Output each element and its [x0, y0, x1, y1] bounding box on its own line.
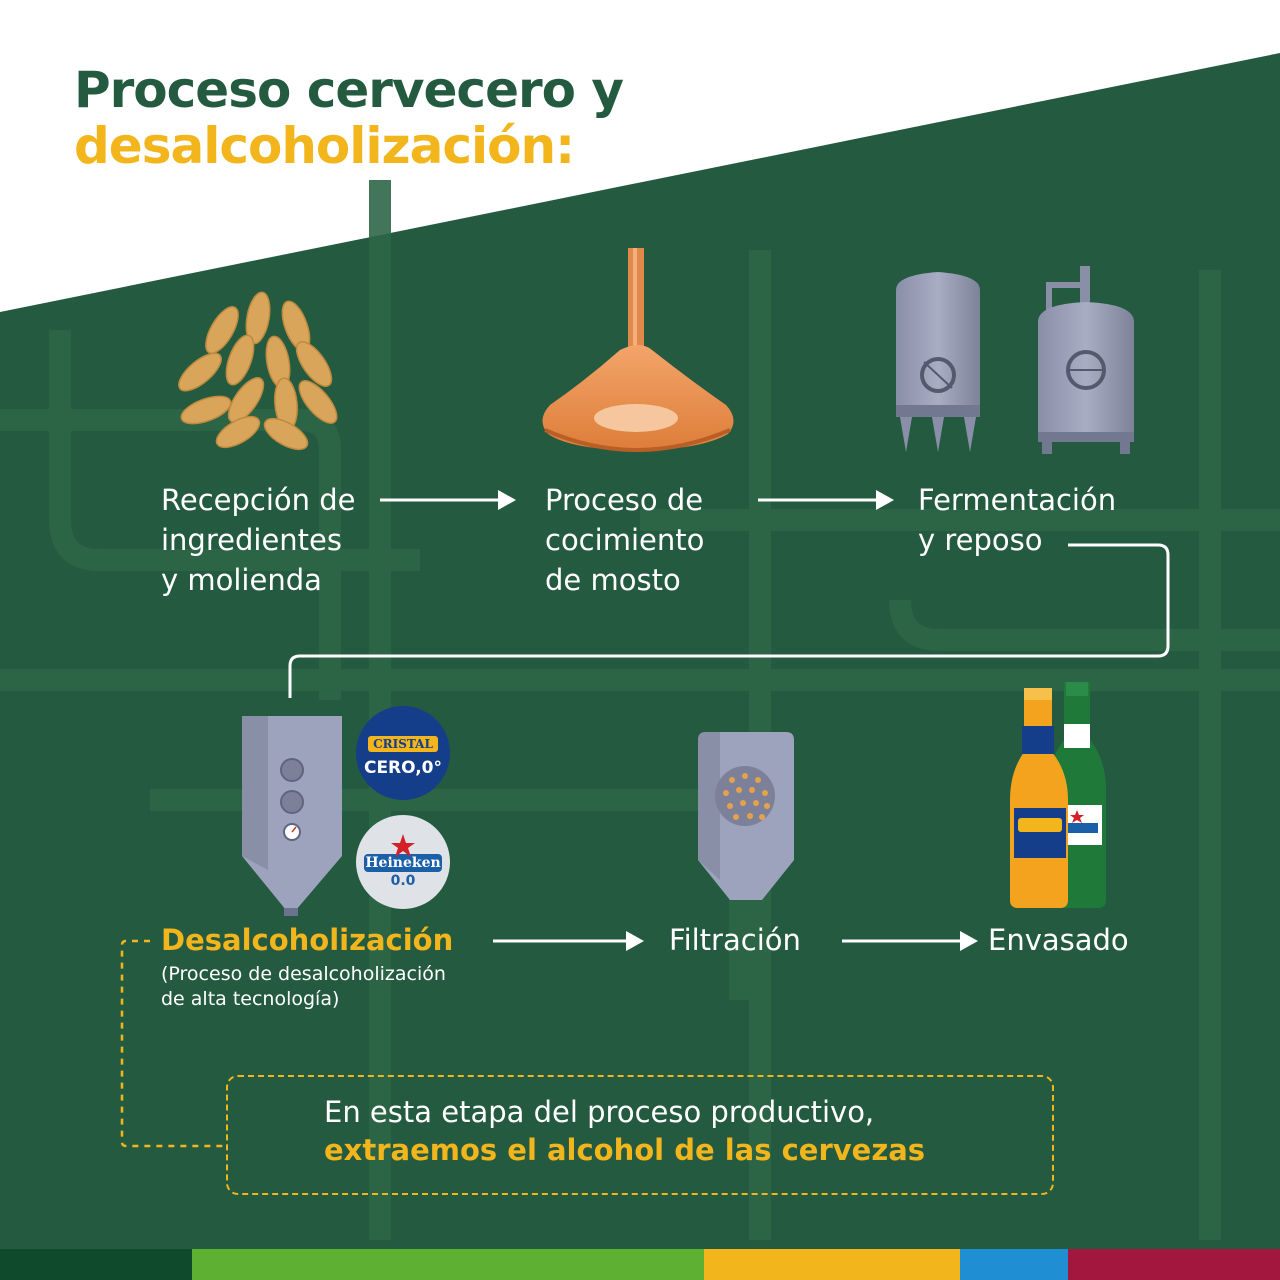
step-label-mashing: Proceso de cocimiento de mosto — [545, 483, 705, 597]
step-label-bottling: Envasado — [988, 923, 1129, 957]
color-stripe-segment — [192, 1249, 704, 1280]
title-line-2: desalcoholización: — [74, 117, 575, 175]
cristal-badge-name: CRISTAL — [373, 737, 433, 751]
maturation-tank-icon — [1038, 266, 1134, 454]
info-note-text: En esta etapa del proceso productivo, ex… — [324, 1093, 925, 1169]
title-line-1: Proceso cervecero y — [74, 61, 624, 119]
color-stripe-segment — [960, 1249, 1068, 1280]
cristal-badge-sub: CERO,0° — [363, 758, 443, 778]
step-label-fermentation: Fermentación y reposo — [918, 483, 1117, 557]
brew-kettle-icon — [542, 248, 734, 452]
info-note-box: En esta etapa del proceso productivo, ex… — [226, 1075, 1054, 1195]
note-connector — [120, 939, 224, 1148]
heineken-logo — [356, 815, 450, 909]
color-stripe-segment — [1068, 1249, 1280, 1280]
step-sublabel-dealcoholization: (Proceso de desalcoholización de alta te… — [161, 963, 446, 1010]
cristal-cero-logo — [356, 706, 450, 800]
flow-arrows — [288, 498, 1170, 943]
filter-icon — [698, 732, 794, 900]
step-label-dealcoholization: Desalcoholización — [161, 923, 454, 957]
color-stripe-segment — [0, 1249, 192, 1280]
color-stripe-segment — [704, 1249, 960, 1280]
arrow-heads — [498, 490, 978, 951]
bottle-icon — [1010, 688, 1068, 908]
info-note-line-1: En esta etapa del proceso productivo, — [324, 1095, 875, 1129]
page-title: Proceso cervecero y desalcoholización: — [74, 61, 624, 175]
step-label-filtration: Filtración — [669, 923, 801, 957]
heineken-badge-sub: 0.0 — [390, 873, 416, 889]
dealcoholization-machine-icon — [242, 716, 342, 916]
grain-icon — [178, 291, 338, 451]
fermentation-tank-icon — [896, 272, 980, 452]
info-note-line-2: extraemos el alcohol de las cervezas — [324, 1133, 926, 1167]
heineken-badge-name: Heineken — [365, 855, 441, 871]
step-label-reception: Recepción de ingredientes y molienda — [161, 483, 356, 597]
